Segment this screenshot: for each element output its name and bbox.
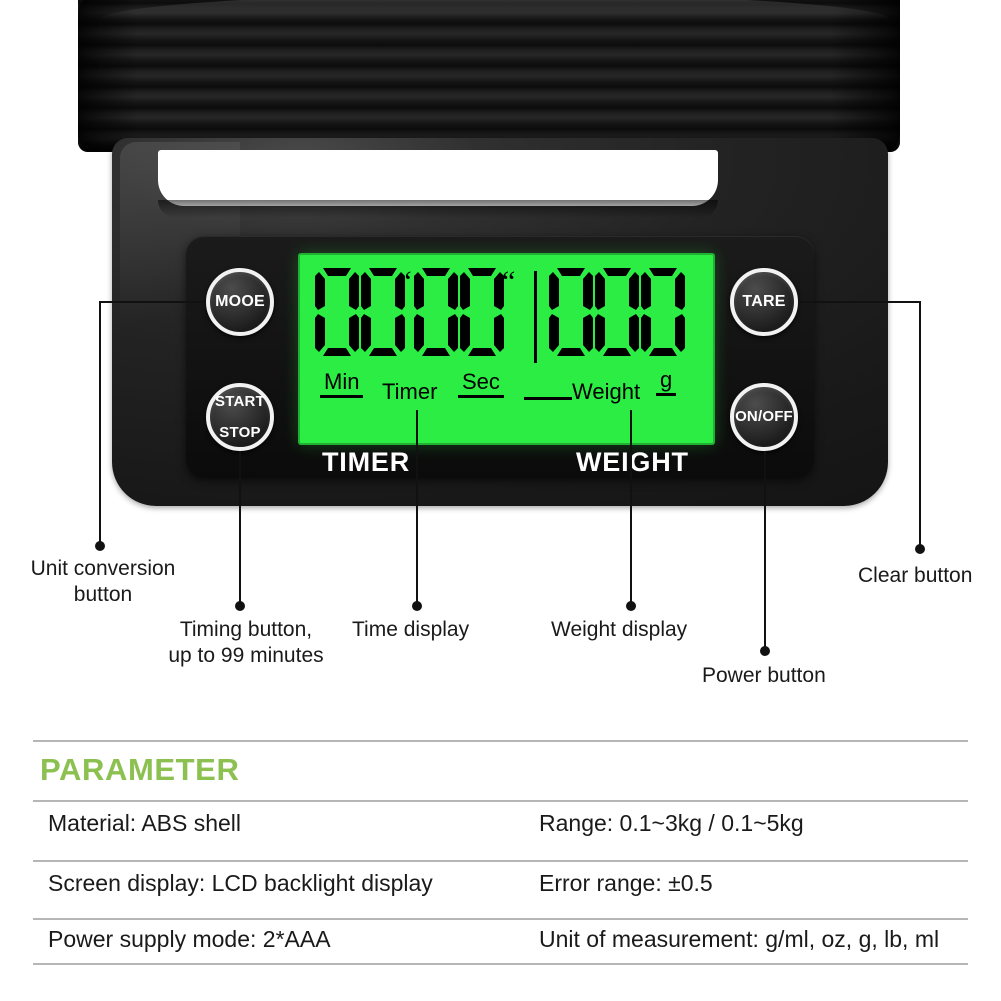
param-screen: Screen display: LCD backlight display (48, 870, 433, 896)
callout-line-unit-conversion (99, 301, 206, 545)
timer-digit-1 (314, 265, 360, 359)
param-range: Range: 0.1~3kg / 0.1~5kg (539, 810, 804, 836)
table-rule-3 (33, 918, 968, 920)
callout-dot-weight-display (626, 601, 636, 611)
lcd-label-gram: g (656, 369, 677, 396)
parameter-title: PARAMETER (40, 752, 240, 787)
callout-label-power: Power button (702, 664, 826, 687)
timer-digit-4 (459, 265, 505, 359)
parameter-section: PARAMETER Material: ABS shell Range: 0.1… (0, 726, 1001, 986)
callout-dot-timing (235, 601, 245, 611)
weight-digit-3 (640, 265, 686, 359)
weight-digit-group (548, 265, 686, 359)
lid-gloss-highlight (100, 0, 890, 20)
lcd-label-row: Min Timer Sec Weight g (298, 369, 715, 411)
table-rule-bottom (33, 963, 968, 965)
callout-leader-lines (95, 301, 925, 656)
weight-digit-1 (548, 265, 594, 359)
callout-label-weight-display: Weight display (551, 618, 688, 641)
callout-label-timing: Timing button, up to 99 minutes (168, 618, 324, 668)
callout-label-time-display: Time display (352, 618, 470, 641)
lcd-screen: ‘ (298, 253, 715, 445)
param-material: Material: ABS shell (48, 810, 242, 836)
table-rule-1 (33, 800, 968, 802)
param-error-range: Error range: ±0.5 (539, 870, 713, 896)
callout-label-clear: Clear button (858, 564, 973, 587)
callout-dot-unit-conversion (95, 541, 105, 551)
tare-button[interactable]: TARE (730, 268, 798, 336)
caption-timer: TIMER (322, 447, 410, 477)
lcd-column-divider (534, 271, 537, 363)
callout-dot-clear (915, 544, 925, 554)
lcd-label-timer: Timer (382, 379, 438, 404)
timer-digit-3 (413, 265, 459, 359)
lcd-label-sec: Sec (458, 371, 504, 398)
callout-dot-power (760, 646, 770, 656)
timer-digit-group: ‘ (314, 265, 515, 359)
product-photo: ‘ (30, 0, 973, 687)
weight-digit-2 (594, 265, 640, 359)
scale-ribbed-lid (78, 0, 900, 152)
callout-line-clear (798, 301, 921, 548)
lcd-label-weight: Weight (572, 379, 641, 404)
callout-label-unit-conversion: Unit conversion button (30, 557, 176, 607)
lcd-label-min: Min (320, 371, 364, 398)
param-units: Unit of measurement: g/ml, oz, g, lb, ml (539, 926, 940, 952)
lcd-weight-dash (524, 397, 572, 400)
table-rule-top (33, 740, 968, 742)
timer-digit-2 (360, 265, 406, 359)
second-tick-mark: “ (502, 265, 516, 298)
lcd-digits-row: ‘ (298, 265, 715, 365)
callout-dot-time-display (412, 601, 422, 611)
minute-tick-mark: ‘ (403, 265, 413, 298)
param-power-supply: Power supply mode: 2*AAA (48, 926, 331, 952)
table-rule-2 (33, 860, 968, 862)
